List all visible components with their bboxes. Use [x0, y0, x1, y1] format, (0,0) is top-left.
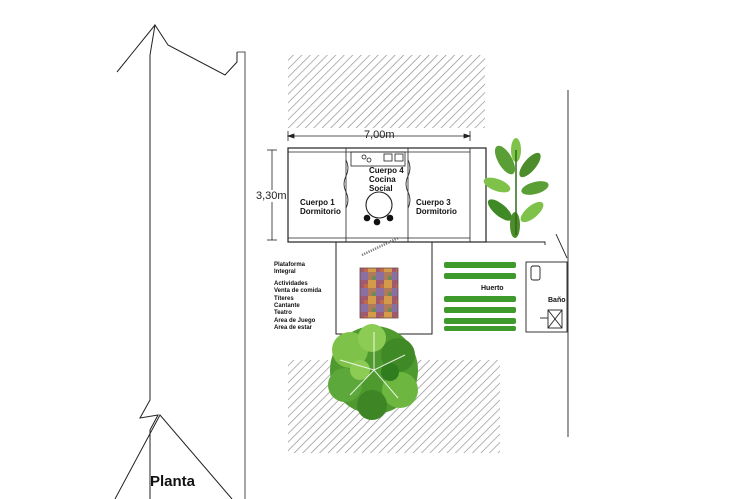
bathroom	[525, 261, 568, 333]
break-line-left	[114, 23, 246, 499]
site-boundary-right	[486, 90, 569, 437]
height-dimension-label: 3,30m	[256, 190, 287, 202]
tree	[328, 324, 418, 420]
platform-activity-list: Plataforma Integral Actividades Venta de…	[274, 262, 322, 332]
width-dimension-label: 7,00m	[364, 129, 395, 141]
dining-table	[363, 191, 394, 226]
width-dimension-line	[286, 131, 472, 141]
bath-label: Baño	[548, 297, 566, 304]
plan-title: Planta	[150, 473, 196, 490]
garden-label: Huerto	[481, 285, 504, 292]
garden-rows	[444, 262, 516, 331]
hatched-area-top	[288, 55, 485, 128]
banana-plant	[483, 138, 549, 238]
platform-deck	[335, 236, 433, 335]
kitchen-counter	[350, 151, 406, 167]
